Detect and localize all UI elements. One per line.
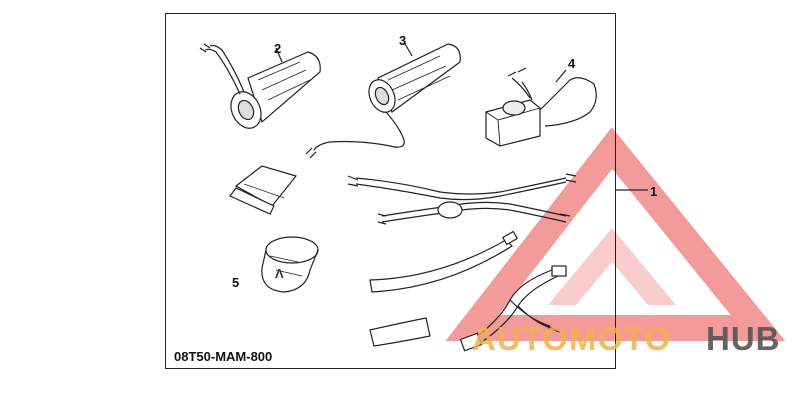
sub-harness (459, 265, 567, 352)
cover-cap: Λ (261, 236, 319, 293)
callout-2: 2 (274, 41, 282, 56)
rubber-seal (369, 317, 431, 347)
callout-3: 3 (399, 33, 407, 48)
diagram-frame (165, 13, 616, 369)
svg-text:Λ: Λ (275, 266, 284, 281)
watermark-text-primary: AUTOMOTO (472, 320, 672, 357)
left-grip-heater (199, 43, 321, 129)
part-number-label: 08T50-MAM-800 (174, 349, 273, 364)
callout-4: 4 (568, 56, 576, 71)
heater-switch (485, 67, 597, 147)
instruction-sheet (229, 165, 298, 215)
cable-tie (369, 230, 519, 293)
wiring-harness (347, 173, 648, 225)
watermark-text-secondary: HUB (706, 320, 781, 357)
callout-1: 1 (650, 184, 658, 199)
right-grip-heater (305, 41, 461, 159)
callout-5: 5 (232, 275, 240, 290)
